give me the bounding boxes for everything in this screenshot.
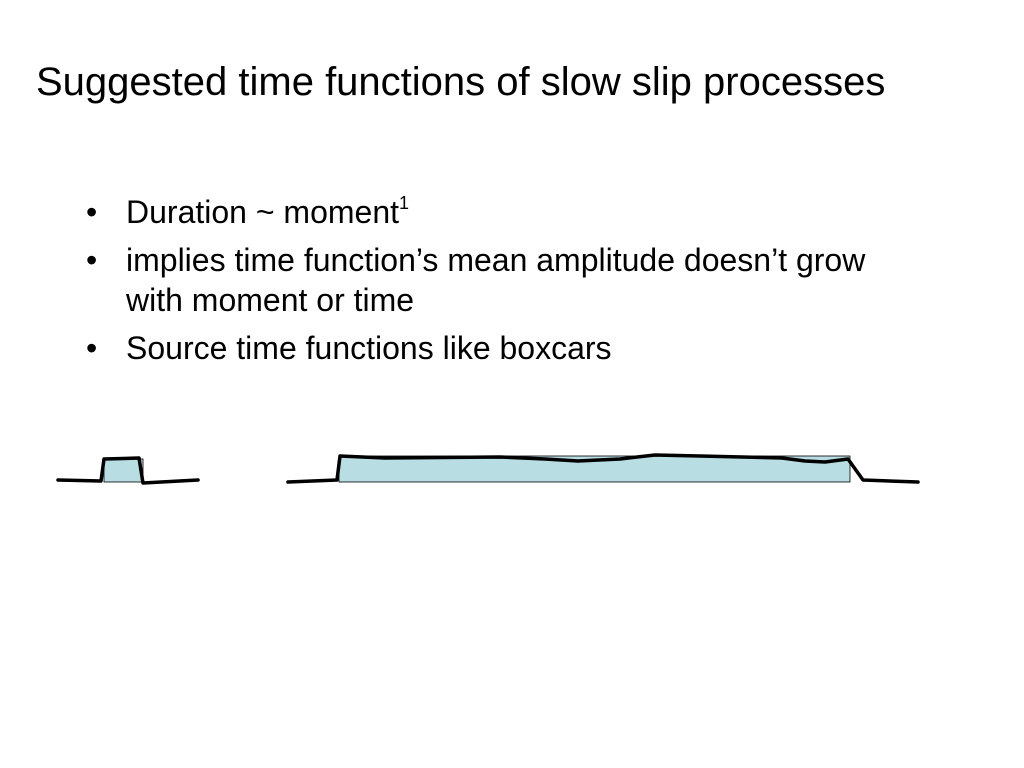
bullet-text: implies time function’s mean amplitude d… bbox=[126, 242, 866, 318]
slide-title: Suggested time functions of slow slip pr… bbox=[36, 60, 886, 104]
bullet-text: Duration ~ moment bbox=[126, 194, 400, 230]
bullet-marker: • bbox=[86, 242, 98, 278]
bullet-marker: • bbox=[86, 194, 98, 230]
bullet-item-boxcars: • Source time functions like boxcars bbox=[86, 328, 886, 368]
short-boxcar-line bbox=[56, 456, 200, 485]
bullet-marker: • bbox=[86, 330, 98, 366]
long-boxcar-line bbox=[286, 453, 920, 484]
superscript: 1 bbox=[399, 193, 410, 213]
short-boxcar-fill bbox=[103, 458, 144, 483]
bullet-item-amplitude: • implies time function’s mean amplitude… bbox=[86, 240, 886, 320]
bullet-list: • Duration ~ moment1 • implies time func… bbox=[86, 192, 886, 376]
bullet-item-duration: • Duration ~ moment1 bbox=[86, 192, 886, 232]
bullet-text: Source time functions like boxcars bbox=[126, 330, 612, 366]
boxcar-sketch bbox=[56, 453, 920, 485]
